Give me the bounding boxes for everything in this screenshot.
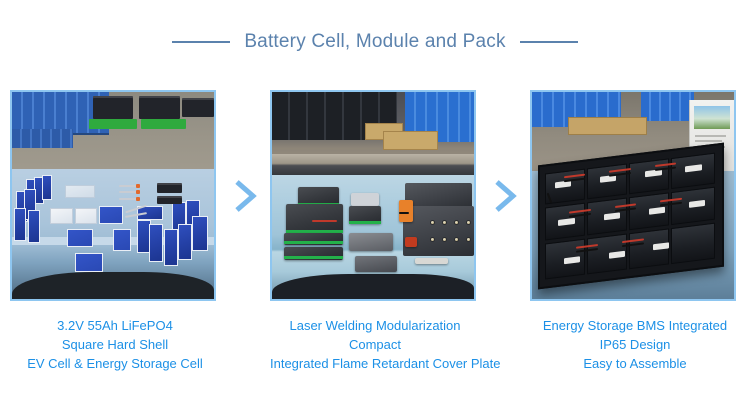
page-title: Battery Cell, Module and Pack — [244, 31, 506, 52]
caption-pack: Energy Storage BMS Integrated IP65 Desig… — [530, 316, 740, 373]
caption-line: IP65 Design — [599, 337, 671, 352]
caption-module: Laser Welding Modularization Compact Int… — [270, 316, 501, 373]
page-title-bar: Battery Cell, Module and Pack — [0, 26, 750, 58]
chevron-right-icon — [235, 179, 257, 212]
stage-arrow-2 — [480, 90, 530, 301]
caption-line: Laser Welding Modularization — [289, 318, 461, 333]
stage-module-photo — [270, 90, 476, 301]
stage-cell-photo — [10, 90, 216, 301]
caption-gap — [480, 316, 530, 373]
caption-row: 3.2V 55Ah LiFePO4 Square Hard Shell EV C… — [0, 316, 750, 373]
title-rule-right — [519, 41, 578, 43]
caption-line: Square Hard Shell — [61, 337, 169, 352]
caption-line: Integrated Flame Retardant Cover Plate — [270, 356, 501, 371]
stage-arrow-1 — [220, 90, 270, 301]
caption-line: Energy Storage BMS Integrated — [542, 318, 728, 333]
title-rule-left — [172, 41, 231, 43]
caption-gap — [220, 316, 270, 373]
stage-image-row — [0, 90, 750, 320]
chevron-right-icon — [495, 179, 517, 212]
stage-pack — [530, 90, 740, 301]
caption-line: EV Cell & Energy Storage Cell — [27, 356, 203, 371]
caption-line: 3.2V 55Ah LiFePO4 — [57, 318, 173, 333]
stage-cell — [10, 90, 220, 301]
caption-line: Easy to Assemble — [583, 356, 687, 371]
stage-pack-photo — [530, 90, 736, 301]
caption-line: Compact — [348, 337, 402, 352]
stage-module — [270, 90, 480, 301]
caption-cell: 3.2V 55Ah LiFePO4 Square Hard Shell EV C… — [10, 316, 220, 373]
